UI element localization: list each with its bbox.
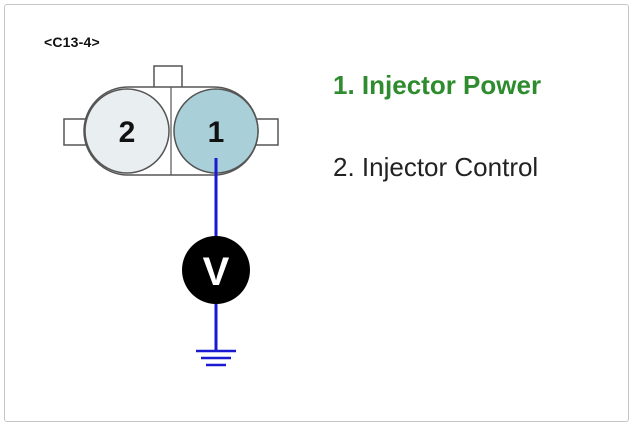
pin-1-number: 1 (208, 116, 225, 149)
pin-2-number: 2 (119, 116, 136, 149)
legend-injector-control: 2. Injector Control (333, 152, 539, 182)
ground-icon (196, 349, 236, 367)
connector-top-latch (153, 65, 183, 89)
diagram-frame (4, 4, 629, 422)
voltmeter-symbol: V (203, 250, 230, 294)
connector-right-tab (255, 118, 279, 146)
connector-id-label: <C13-4> (44, 34, 100, 50)
connector-left-tab (63, 118, 87, 146)
legend-injector-power: 1. Injector Power (333, 70, 542, 100)
voltmeter-icon (182, 236, 250, 304)
pin-2-circle (84, 88, 170, 174)
